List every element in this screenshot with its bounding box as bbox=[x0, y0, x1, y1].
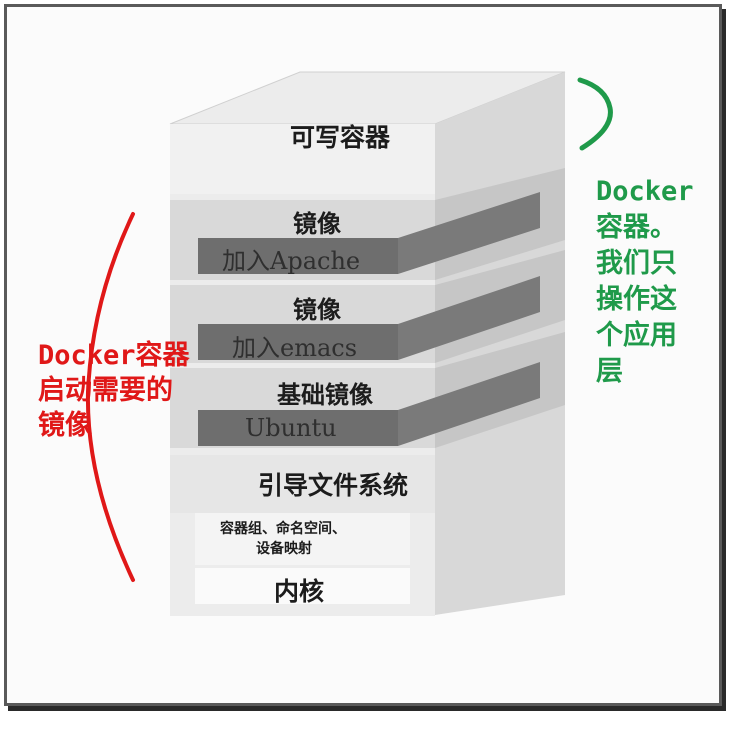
writable-container-label: 可写容器 bbox=[290, 123, 391, 152]
apache-label: 加入Apache bbox=[222, 247, 361, 275]
container-layer-annotation: Docker 容器。 我们只 操作这 个应用 层 bbox=[596, 176, 694, 387]
ubuntu-label: Ubuntu bbox=[245, 414, 337, 442]
cgroups-label-line2: 设备映射 bbox=[256, 541, 312, 557]
ubuntu-band bbox=[198, 410, 398, 446]
kernel-label: 内核 bbox=[274, 577, 325, 606]
cgroups-layer bbox=[195, 513, 410, 565]
base-image-label: 基础镜像 bbox=[277, 380, 373, 409]
writable-layer bbox=[170, 124, 435, 194]
emacs-band bbox=[198, 324, 398, 360]
apache-band-side bbox=[398, 192, 540, 274]
bootfs-layer bbox=[170, 455, 435, 513]
emacs-label: 加入emacs bbox=[232, 334, 358, 362]
red-bracket bbox=[85, 212, 135, 582]
green-bracket bbox=[577, 77, 613, 151]
image-label-1: 镜像 bbox=[293, 209, 341, 238]
image-label-2: 镜像 bbox=[293, 295, 341, 324]
required-images-annotation: Docker容器 启动需要的 镜像 bbox=[38, 340, 190, 441]
kernel-layer bbox=[195, 568, 410, 604]
ubuntu-band-side bbox=[398, 362, 540, 446]
cgroups-label-line1: 容器组、命名空间、 bbox=[220, 521, 346, 537]
emacs-band-side bbox=[398, 276, 540, 360]
apache-band bbox=[198, 238, 398, 274]
bootfs-label: 引导文件系统 bbox=[258, 471, 409, 500]
